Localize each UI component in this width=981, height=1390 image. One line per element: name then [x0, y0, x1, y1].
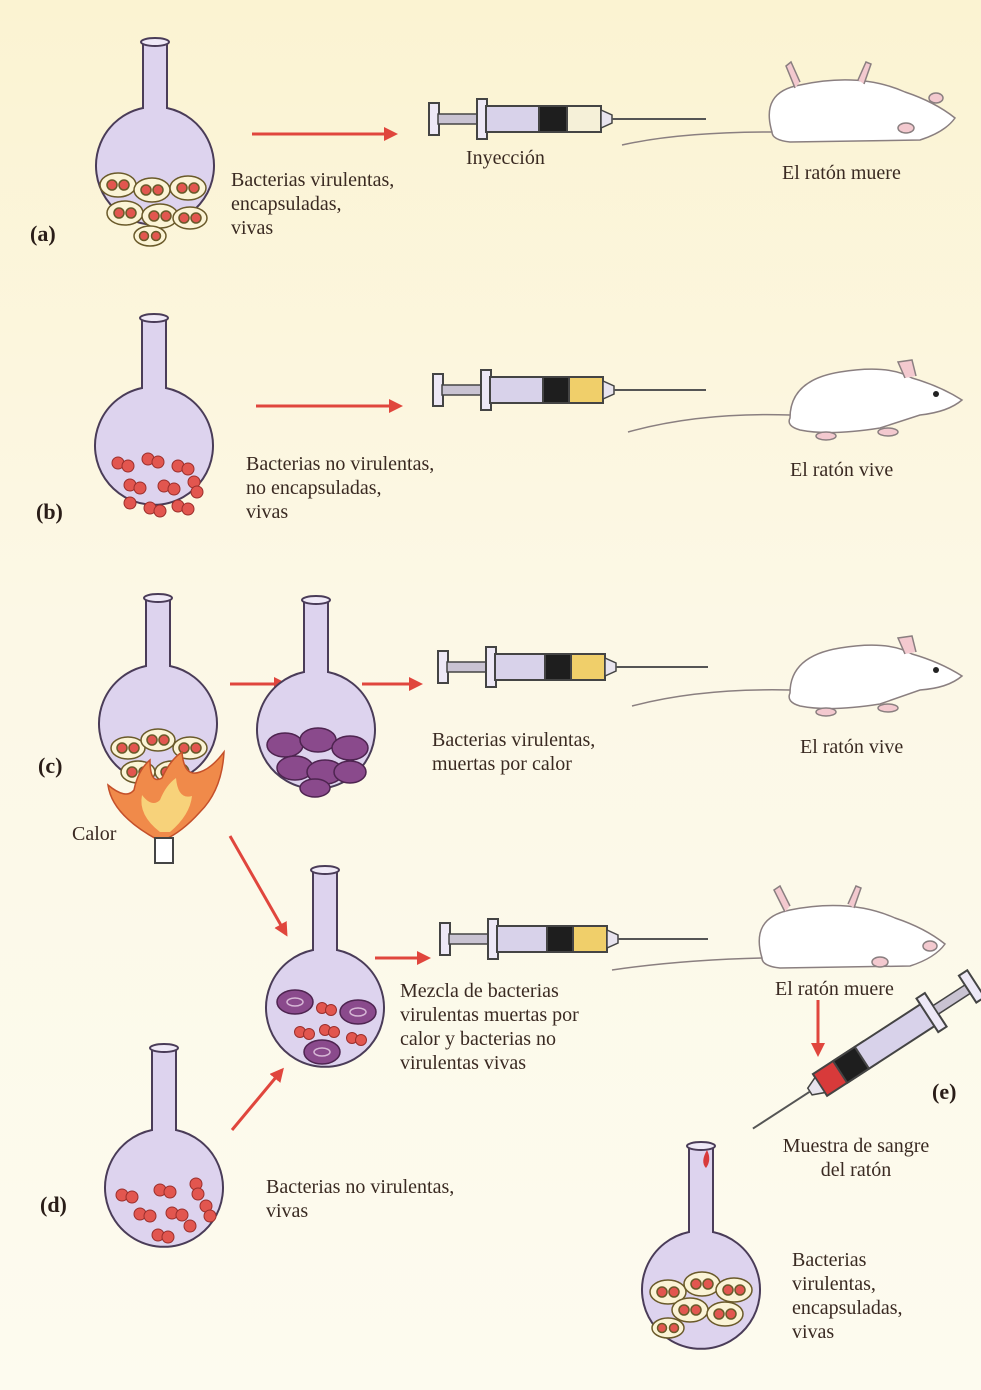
label-b-outcome: El ratón vive: [790, 458, 893, 482]
syringe-a: [429, 99, 706, 139]
label-b-bacteria: Bacterias no virulentas, no encapsuladas…: [246, 452, 434, 524]
syringe-c: [438, 647, 708, 687]
flask-c-killed: [257, 596, 375, 789]
label-blood-sample: Muestra de sangre del ratón: [766, 1134, 946, 1182]
mouse-alive-b: [628, 360, 962, 440]
burner: [155, 838, 173, 863]
panel-label-b: (b): [36, 500, 63, 524]
syringe-d: [440, 919, 708, 959]
label-a-bacteria: Bacterias virulentas, encapsuladas, viva…: [231, 168, 394, 240]
label-mix: Mezcla de bacterias virulentas muertas p…: [400, 979, 579, 1075]
mouse-dead-d: [612, 886, 945, 970]
label-e-bacteria: Bacterias virulentas, encapsuladas, viva…: [792, 1248, 903, 1344]
arrow-d-to-mix: [232, 1070, 282, 1130]
label-d-outcome: El ratón muere: [775, 977, 894, 1001]
label-heat: Calor: [72, 822, 116, 846]
panel-label-a: (a): [30, 222, 56, 246]
mouse-dead-a: [622, 62, 955, 145]
panel-label-e: (e): [932, 1080, 956, 1104]
label-c-bacteria: Bacterias virulentas, muertas por calor: [432, 728, 595, 776]
label-d-bacteria: Bacterias no virulentas, vivas: [266, 1175, 454, 1223]
syringe-b: [433, 370, 706, 410]
panel-label-c: (c): [38, 754, 62, 778]
encapsulated-bacteria-a: [100, 173, 207, 246]
flask-mix: [266, 866, 384, 1067]
arrow-c-to-mix: [230, 836, 286, 934]
label-a-outcome: El ratón muere: [782, 161, 901, 185]
mouse-alive-c: [632, 636, 962, 716]
label-c-outcome: El ratón vive: [800, 735, 903, 759]
panel-label-d: (d): [40, 1193, 67, 1217]
dead-bacteria-c: [267, 728, 368, 797]
label-injection: Inyección: [466, 146, 545, 170]
